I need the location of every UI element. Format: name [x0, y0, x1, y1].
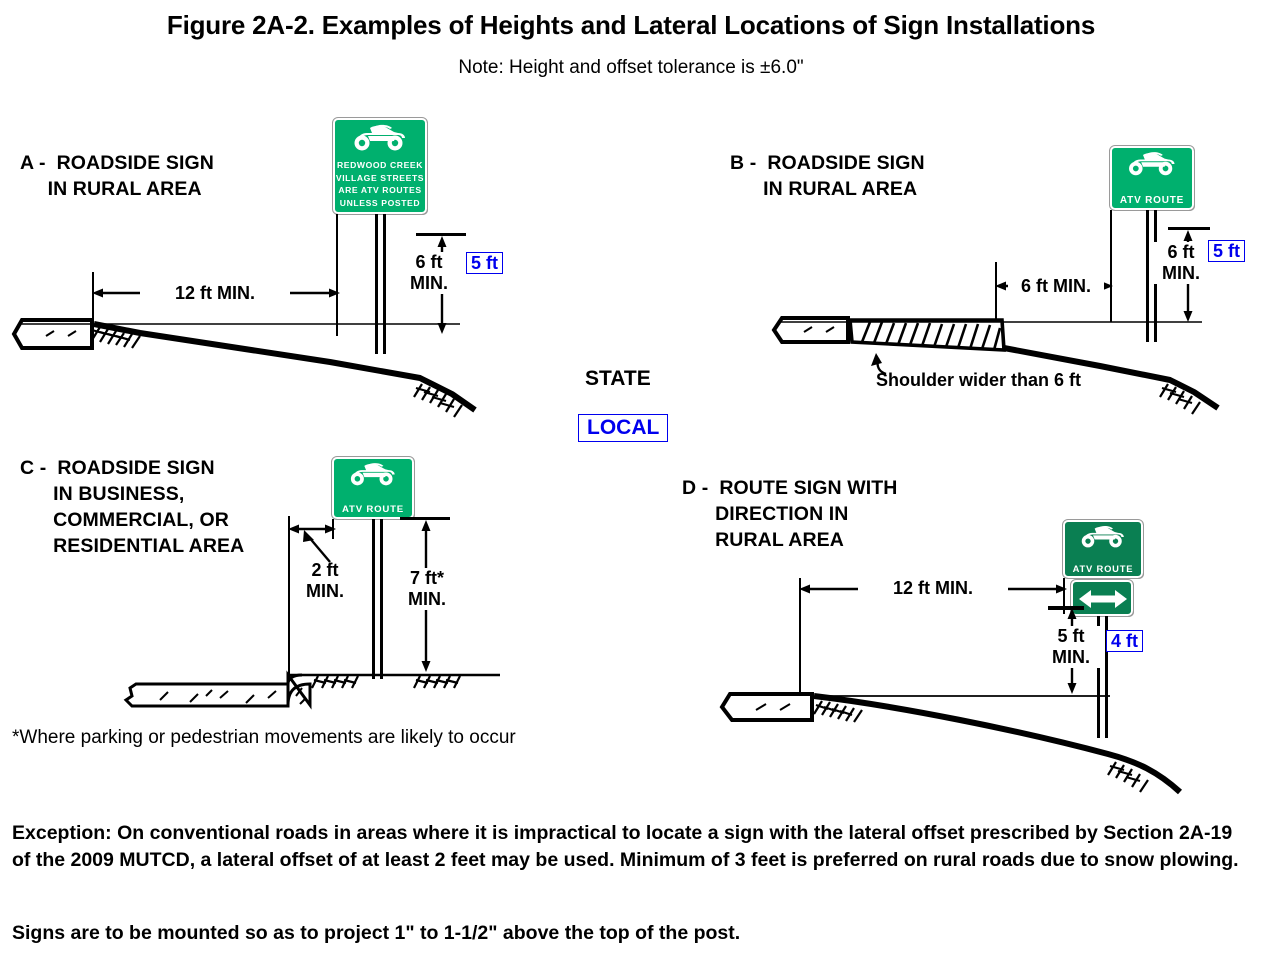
panel-b-lateral-dim: 6 ft MIN. — [1008, 276, 1104, 297]
panel-c-post-right — [380, 519, 383, 679]
panel-d-lateral-tick-right — [1063, 578, 1065, 614]
panel-c-height-top-tick — [400, 517, 450, 520]
panel-c-heading: C - ROADSIDE SIGN IN BUSINESS, COMMERCIA… — [20, 457, 245, 557]
panel-c-sign-caption: ATV ROUTE — [342, 504, 404, 515]
panel-c-lateral-tick-left — [288, 516, 290, 680]
panel-d-height-top-tick — [1048, 606, 1084, 610]
panel-c-lateral-dim: 2 ft MIN. — [306, 560, 344, 601]
panel-a-post-left — [375, 214, 378, 354]
panel-b-lateral-tick-right — [1110, 210, 1112, 322]
panel-a-height-top-tick — [416, 233, 466, 236]
panel-d-terrain — [719, 692, 1183, 795]
panel-c-height-dim: 7 ft* MIN. — [394, 568, 460, 610]
panel-a-lateral-dim: 12 ft MIN. — [140, 283, 290, 304]
panel-b-post-left — [1146, 210, 1149, 342]
atv-icon — [1081, 526, 1124, 548]
panel-d-height-dim: 5 ft MIN. — [1040, 626, 1102, 668]
panel-b-heading: B - ROADSIDE SIGN IN RURAL AREA — [730, 152, 925, 200]
sign-line: UNLESS POSTED — [339, 197, 421, 208]
atv-icon — [350, 463, 395, 486]
panel-d-height-dim-local: 4 ft — [1106, 630, 1143, 652]
panel-d-lateral-dim: 12 ft MIN. — [858, 578, 1008, 599]
panel-d-lateral-tick-left — [799, 578, 801, 696]
panel-d-post-left — [1097, 616, 1100, 738]
panel-d-post-right — [1105, 616, 1108, 738]
exception-text: Exception: On conventional roads in area… — [12, 822, 1239, 871]
panel-b-sign-caption: ATV ROUTE — [1119, 195, 1185, 206]
panel-c-post-left — [372, 519, 375, 679]
mounting-text: Signs are to be mounted so as to project… — [12, 922, 741, 944]
panel-c-terrain — [123, 670, 500, 710]
page-title: Figure 2A-2. Examples of Heights and Lat… — [166, 10, 1096, 40]
panel-a-lateral-tick-right — [336, 214, 338, 336]
panel-b-height-top-tick — [1168, 227, 1210, 230]
panel-b-lateral-tick-left — [995, 262, 997, 322]
panel-c-lateral-arrow — [288, 524, 336, 534]
panel-a-sign: REDWOOD CREEK VILLAGE STREETS ARE ATV RO… — [332, 117, 428, 215]
double-arrow-icon — [1079, 590, 1127, 608]
panel-a-height-dim-local: 5 ft — [466, 252, 503, 274]
panel-a-lateral-tick-left — [92, 272, 94, 334]
panel-c-lateral-leader — [303, 530, 331, 563]
panel-a-post-right — [383, 214, 386, 354]
panel-d-heading: D - ROUTE SIGN WITH DIRECTION IN RURAL A… — [682, 477, 898, 551]
panel-a-height-dim: 6 ft MIN. — [398, 252, 460, 294]
panel-b-sign: ATV ROUTE — [1109, 145, 1195, 211]
atv-icon — [354, 124, 405, 151]
atv-icon — [1129, 152, 1175, 176]
sign-line: VILLAGE STREETS — [335, 172, 425, 183]
sign-line: REDWOOD CREEK — [336, 160, 424, 171]
panel-d-direction-plaque — [1070, 579, 1134, 617]
panel-b-height-dim-local: 5 ft — [1208, 240, 1245, 262]
panel-a-terrain — [11, 318, 477, 418]
panel-c-sign: ATV ROUTE — [331, 456, 415, 520]
panel-b-height-dim: 6 ft MIN. — [1150, 242, 1212, 284]
panel-c-footnote: *Where parking or pedestrian movements a… — [12, 727, 516, 748]
panel-b-terrain — [771, 316, 1220, 415]
panel-d-sign-caption: ATV ROUTE — [1072, 563, 1134, 574]
panel-a-sign-text: REDWOOD CREEK VILLAGE STREETS ARE ATV RO… — [335, 159, 425, 209]
panel-d-sign: ATV ROUTE — [1062, 519, 1144, 579]
key-local-label: LOCAL — [578, 414, 669, 442]
panel-b-shoulder-annotation: Shoulder wider than 6 ft — [876, 370, 1082, 390]
tolerance-note: Note: Height and offset tolerance is ±6.… — [458, 57, 804, 78]
panel-a-heading: A - ROADSIDE SIGN IN RURAL AREA — [20, 152, 214, 200]
key-state-label: STATE — [585, 367, 651, 390]
sign-line: ARE ATV ROUTES — [338, 185, 422, 196]
